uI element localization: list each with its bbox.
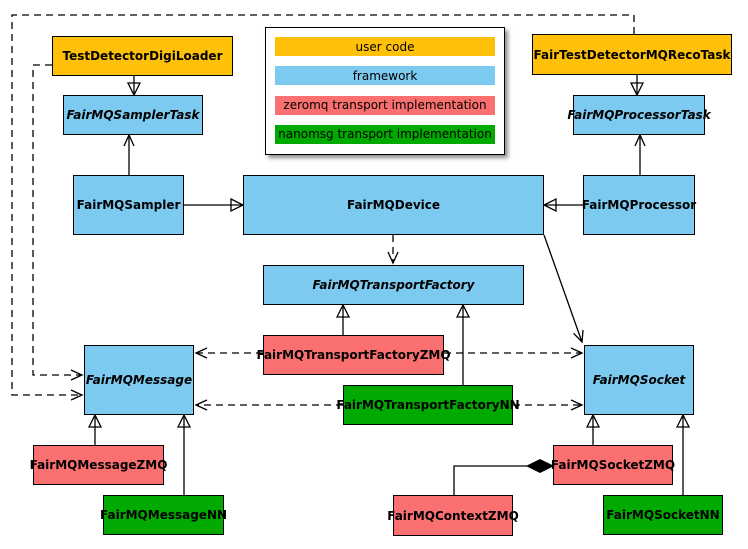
legend-item-framework: framework [275, 66, 495, 86]
edge-device-socket [543, 234, 584, 344]
composition-diamond [525, 458, 555, 474]
node-fairmqsocket: FairMQSocket [584, 345, 694, 415]
node-fairmqprocessortask: FairMQProcessorTask [567, 95, 711, 135]
node-fairmqmessagezmq: FairMQMessageZMQ [30, 445, 167, 485]
node-testdetectordigiloader: TestDetectorDigiLoader [52, 36, 233, 76]
legend-item-user-code: user code [275, 37, 495, 56]
node-fairmqsamplertask: FairMQSamplerTask [63, 95, 203, 135]
node-fairmqtransportfactorynn: FairMQTransportFactoryNN [336, 385, 520, 425]
node-fairmqmessage: FairMQMessage [84, 345, 194, 415]
edge-socketzmq-contextzmq [453, 465, 527, 495]
legend: user code framework zeromq transport imp… [265, 27, 505, 155]
legend-item-zeromq: zeromq transport implementation [275, 95, 495, 115]
node-fairmqsocketnn: FairMQSocketNN [603, 495, 723, 535]
node-fairmqmessagenn: FairMQMessageNN [100, 495, 227, 535]
node-fairmqprocessor: FairMQProcessor [582, 175, 696, 235]
node-fairmqsocketzmq: FairMQSocketZMQ [551, 445, 675, 485]
legend-item-nanomsg: nanomsg transport implementation [275, 124, 495, 144]
node-fairmqsampler: FairMQSampler [73, 175, 184, 235]
node-fairmqdevice: FairMQDevice [243, 175, 544, 235]
node-fairtestdetectormqrecotask: FairTestDetectorMQRecoTask [532, 34, 732, 75]
node-fairmqtransportfactoryzmq: FairMQTransportFactoryZMQ [256, 335, 451, 375]
node-fairmqtransportfactory: FairMQTransportFactory [263, 265, 524, 305]
node-fairmqcontextzmq: FairMQContextZMQ [387, 495, 519, 536]
